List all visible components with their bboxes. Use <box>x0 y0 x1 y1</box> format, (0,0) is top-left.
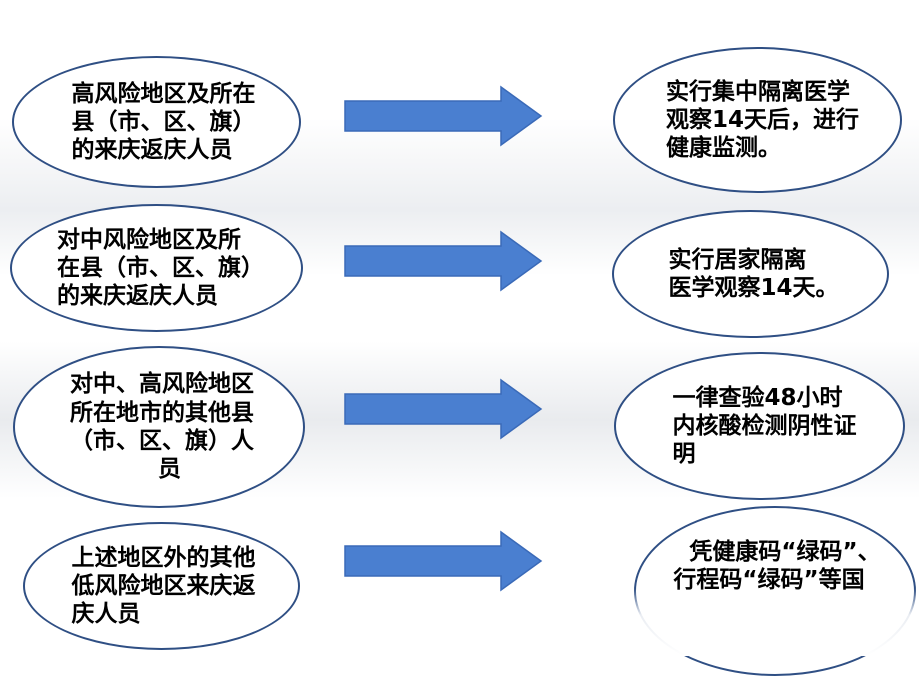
text-line: 的来庆返庆人员 <box>71 137 233 164</box>
text-line: 所在地市的其他县 <box>70 399 254 426</box>
text-line: 高风险地区及所在 <box>71 80 256 107</box>
right-arrow-icon <box>341 378 546 440</box>
text-line: 行程码“绿码”等国 <box>673 567 865 594</box>
source-ellipse-medium-risk: 对中风险地区及所 在县（市、区、旗） 的来庆返庆人员 <box>10 204 303 332</box>
source-ellipse-same-city: 对中、高风险地区 所在地市的其他县 （市、区、旗）人 员 <box>13 346 305 508</box>
source-text: 上述地区外的其他 低风险地区来庆返 庆人员 <box>72 544 256 629</box>
arrow-shape <box>344 378 543 440</box>
policy-flow-diagram: 高风险地区及所在 县（市、区、旗） 的来庆返庆人员 实行集中隔离医学 观察14天… <box>10 47 919 676</box>
text-line: 员 <box>158 456 181 483</box>
text-line: 对中、高风险地区 <box>70 371 254 398</box>
arrow-shape <box>344 530 543 592</box>
text-line: 医学观察14天。 <box>668 275 839 301</box>
policy-text: 实行居家隔离 医学观察14天。 <box>668 246 838 303</box>
text-line: 庆人员 <box>71 601 141 628</box>
source-ellipse-low-risk: 上述地区外的其他 低风险地区来庆返 庆人员 <box>23 522 300 650</box>
policy-text: 凭健康码“绿码”、 行程码“绿码”等国 <box>673 538 880 595</box>
right-arrow-icon <box>341 85 546 147</box>
text-line: 对中风险地区及所 <box>57 226 241 253</box>
policy-text: 一律查验48小时 内核酸检测阴性证 明 <box>673 384 857 469</box>
arrow-shape <box>344 85 543 147</box>
source-text: 对中、高风险地区 所在地市的其他县 （市、区、旗）人 员 <box>70 370 254 483</box>
right-arrow-icon <box>341 230 546 292</box>
text-line: 上述地区外的其他 <box>71 544 256 571</box>
text-line: 明 <box>672 441 696 468</box>
source-text: 高风险地区及所在 县（市、区、旗） 的来庆返庆人员 <box>72 80 256 165</box>
text-line: （市、区、旗）人 <box>70 428 254 454</box>
policy-ellipse-health-code: 凭健康码“绿码”、 行程码“绿码”等国 <box>634 506 916 676</box>
text-line: 实行居家隔离 <box>668 246 807 273</box>
policy-ellipse-centralized-quarantine: 实行集中隔离医学 观察14天后，进行 健康监测。 <box>613 47 902 193</box>
text-line: 健康监测。 <box>665 135 781 162</box>
text-line: 的来庆返庆人员 <box>57 283 218 310</box>
text-line: 实行集中隔离医学 <box>665 78 850 105</box>
text-line: 凭健康码“绿码”、 <box>689 539 881 565</box>
text-line: 在县（市、区、旗） <box>57 254 264 281</box>
text-line: 观察14天后，进行 <box>665 106 859 133</box>
text-line: 低风险地区来庆返 <box>71 572 256 599</box>
source-text: 对中风险地区及所 在县（市、区、旗） 的来庆返庆人员 <box>57 226 264 311</box>
policy-ellipse-home-quarantine: 实行居家隔离 医学观察14天。 <box>612 210 889 338</box>
text-line: 县（市、区、旗） <box>71 108 256 135</box>
source-ellipse-high-risk: 高风险地区及所在 县（市、区、旗） 的来庆返庆人员 <box>12 56 301 188</box>
policy-ellipse-nucleic-test: 一律查验48小时 内核酸检测阴性证 明 <box>614 352 905 500</box>
policy-text: 实行集中隔离医学 观察14天后，进行 健康监测。 <box>666 78 859 163</box>
right-arrow-icon <box>341 530 546 592</box>
arrow-shape <box>344 230 543 292</box>
text-line: 内核酸检测阴性证 <box>672 412 857 439</box>
text-line: 一律查验48小时 <box>672 384 843 411</box>
